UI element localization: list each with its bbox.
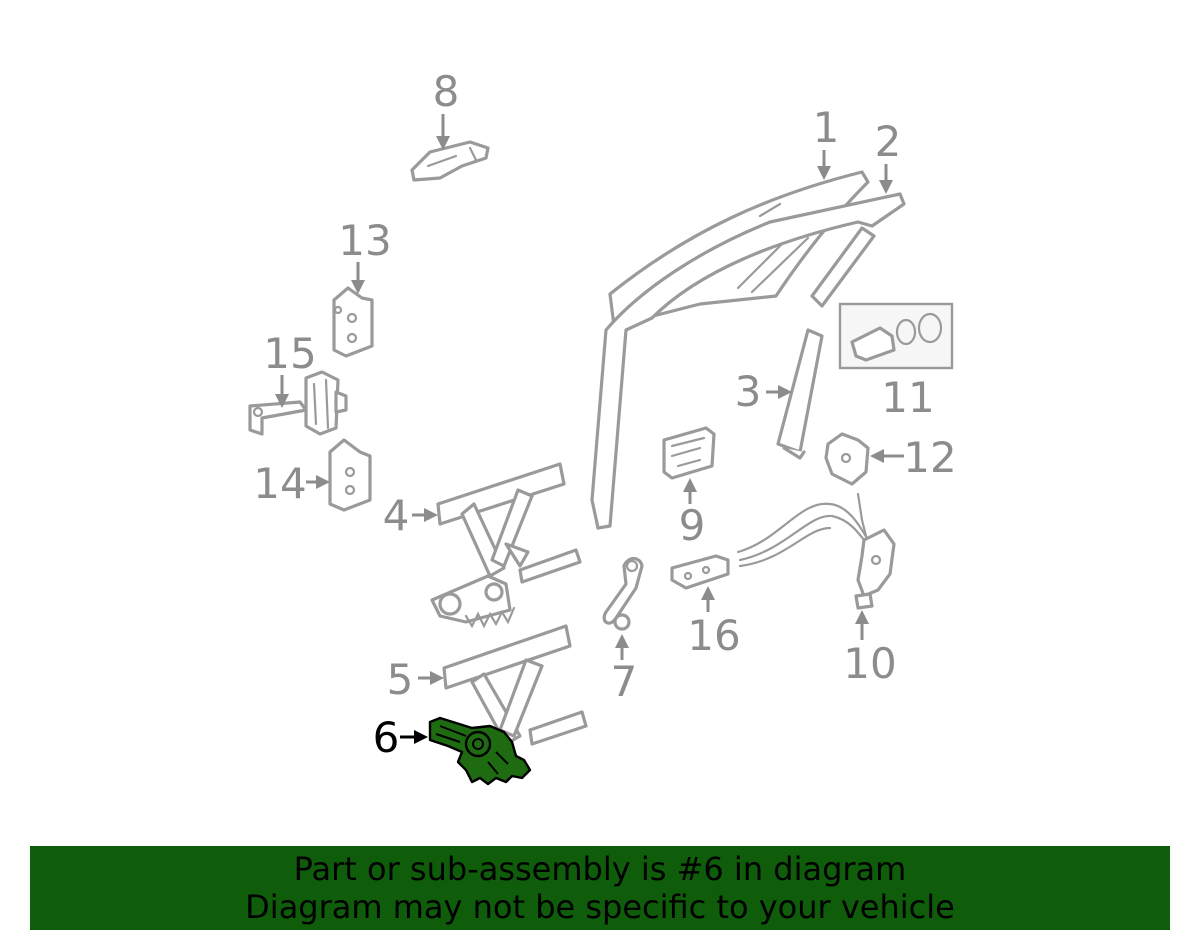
parts-diagram: 8 13 15 14 xyxy=(248,67,957,786)
part-12-bracket[interactable] xyxy=(824,432,870,486)
callout-14-label: 14 xyxy=(253,459,306,508)
part-15-door-check[interactable] xyxy=(248,370,348,436)
part-6-regulator-gear-highlighted[interactable] xyxy=(428,716,532,786)
callout-3: 3 xyxy=(735,367,792,416)
part-5-regulator-frame[interactable] xyxy=(442,624,588,746)
part-3-glass-guide[interactable] xyxy=(776,328,824,460)
callout-8: 8 xyxy=(433,67,460,150)
banner-line-disclaimer: Diagram may not be specific to your vehi… xyxy=(245,888,955,926)
callout-15: 15 xyxy=(263,329,317,408)
callout-11: 11 xyxy=(881,373,934,422)
part-13-upper-hinge[interactable] xyxy=(332,286,374,358)
callout-1-label: 1 xyxy=(813,103,840,152)
callout-16: 16 xyxy=(687,586,741,660)
callout-6: 6 xyxy=(373,713,428,762)
callout-8-label: 8 xyxy=(433,67,460,116)
callout-2-label: 2 xyxy=(875,117,902,166)
callout-9-label: 9 xyxy=(679,501,706,550)
part-10-door-lock[interactable] xyxy=(736,492,896,610)
callout-7-label: 7 xyxy=(611,657,638,706)
callout-5-label: 5 xyxy=(387,655,414,704)
callout-4: 4 xyxy=(383,491,438,540)
part-9-inside-handle[interactable] xyxy=(662,426,716,480)
part-7-crank-handle[interactable] xyxy=(602,556,644,631)
callout-11-label: 11 xyxy=(881,373,934,422)
callout-13-label: 13 xyxy=(338,216,391,265)
part-info-banner: Part or sub-assembly is #6 in diagram Di… xyxy=(30,846,1170,930)
callout-14: 14 xyxy=(253,459,330,508)
part-16-striker[interactable] xyxy=(670,554,730,590)
part-2-glass-run-channel[interactable] xyxy=(590,192,906,530)
callout-16-label: 16 xyxy=(687,611,740,660)
part-14-lower-hinge[interactable] xyxy=(328,438,372,512)
callout-2: 2 xyxy=(875,117,902,194)
part-8-door-handle[interactable] xyxy=(410,140,490,182)
part-11-bushing-kit[interactable] xyxy=(838,302,954,370)
callout-1: 1 xyxy=(813,103,840,180)
callout-12-label: 12 xyxy=(903,433,956,482)
callout-6-label: 6 xyxy=(373,713,400,762)
callout-15-label: 15 xyxy=(263,329,316,378)
part-4-window-regulator[interactable] xyxy=(430,462,582,629)
callout-10: 10 xyxy=(843,610,897,688)
callout-9: 9 xyxy=(679,478,706,550)
callout-12: 12 xyxy=(870,433,957,482)
callout-4-label: 4 xyxy=(383,491,410,540)
callout-5: 5 xyxy=(387,655,444,704)
callout-3-label: 3 xyxy=(735,367,762,416)
callout-10-label: 10 xyxy=(843,639,896,688)
banner-line-part-number: Part or sub-assembly is #6 in diagram xyxy=(293,850,907,888)
callout-7: 7 xyxy=(611,634,638,706)
callout-13: 13 xyxy=(338,216,392,294)
